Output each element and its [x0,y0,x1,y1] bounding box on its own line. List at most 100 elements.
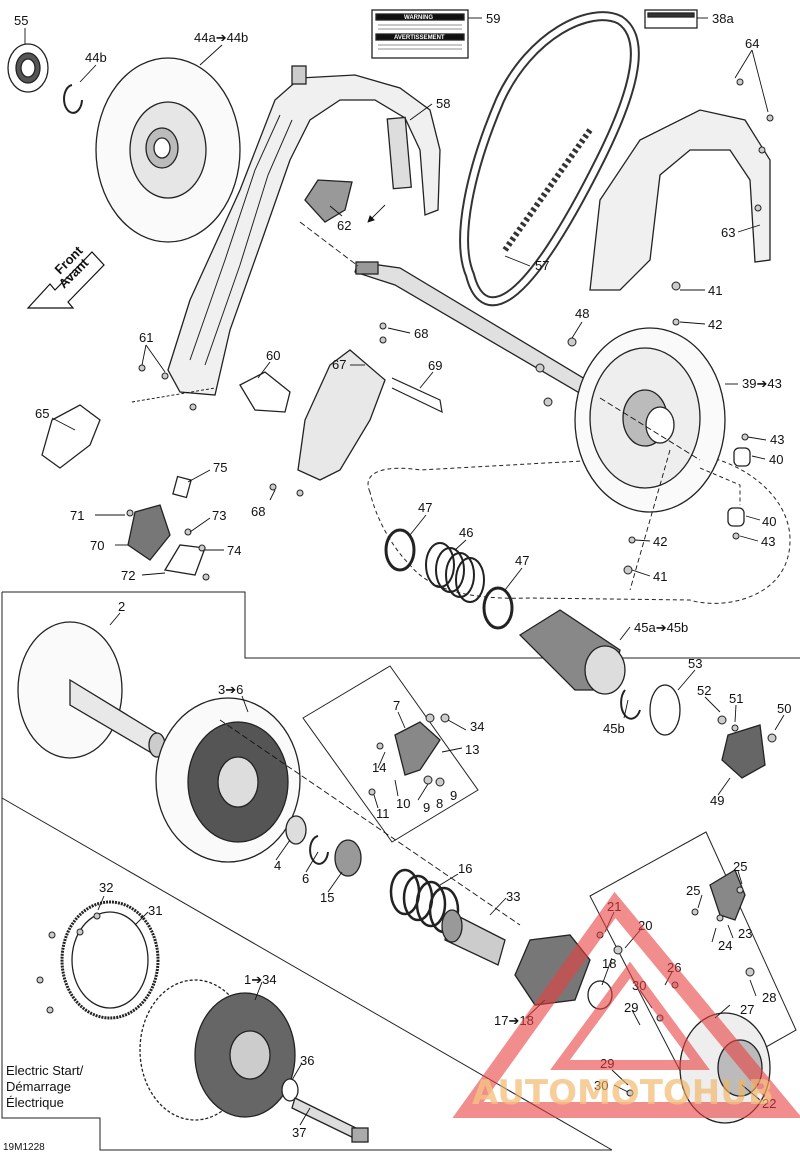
callout-2: 2 [118,599,125,614]
ring-gear-31 [60,900,160,1020]
actuator-70 [127,504,171,561]
fixed-sheave-2 [17,621,166,759]
watermark-triangle [452,891,800,1118]
circlip-45b [620,689,641,720]
bolt-37-head [351,1127,369,1143]
bracket-65 [41,404,101,469]
callout-31: 31 [148,903,162,918]
callout-67: 67 [332,357,346,372]
callout-50: 50 [777,701,791,716]
callout-7: 7 [393,698,400,713]
callout-41a: 41 [708,283,722,298]
bearing-55 [7,43,49,93]
callout-11: 11 [376,806,390,821]
bracket-49 [721,724,766,779]
callout-69: 69 [428,358,442,373]
warning-label-59 [371,9,469,59]
callout-58: 58 [436,96,450,111]
callout-9b: 9 [450,788,457,803]
circlip-6 [309,835,329,865]
callout-64: 64 [745,36,759,51]
callout-47a: 47 [418,500,432,515]
callout-15: 15 [320,890,334,905]
electric-start-line3: Électrique [6,1095,64,1110]
weights-inset [589,831,797,1091]
callout-46: 46 [459,525,473,540]
callout-14: 14 [372,760,386,775]
pad-62 [304,179,353,223]
clip-75 [172,475,192,499]
watermark-text: AUTOMOTOHUB [472,1073,774,1113]
ring-gear-frame [1,798,612,1151]
callout-25a: 25 [733,859,747,874]
callout-10: 10 [396,796,410,811]
belt-guard-58 [167,65,441,396]
callout-28: 28 [762,990,776,1005]
lever-7 [394,721,441,776]
callout-42b: 42 [653,534,667,549]
sleeve-33 [441,909,506,966]
callout-65: 65 [35,406,49,421]
callout-43b: 43 [761,534,775,549]
washer-47b [482,586,514,630]
callout-8: 8 [436,796,443,811]
callout-61: 61 [139,330,153,345]
callout-23: 23 [738,926,752,941]
decal-38a [644,9,698,29]
callout-18: 18 [602,956,616,971]
callout-34a: 34 [470,719,484,734]
callout-49: 49 [710,793,724,808]
pulley-assembly-1 [139,979,296,1121]
callout-63: 63 [721,225,735,240]
callout-3: 3➔6 [218,682,243,697]
part-outlines [7,9,771,1143]
driven-pulley-frame [2,591,800,659]
callout-60: 60 [266,348,280,363]
callout-29a: 29 [624,1000,638,1015]
callout-4: 4 [274,858,281,873]
cam-45 [518,609,626,695]
callout-42a: 42 [708,317,722,332]
levers-inset [302,665,479,843]
callout-6: 6 [302,871,309,886]
drive-belt-57 [459,11,640,307]
bracket-67 [297,349,386,481]
callout-40b: 40 [762,514,776,529]
callout-44: 44a➔44b [194,30,248,45]
roller-40a [733,447,751,467]
callout-62: 62 [337,218,351,233]
callout-40a: 40 [769,452,783,467]
callout-71: 71 [70,508,84,523]
callout-47b: 47 [515,553,529,568]
electric-start-line2: Démarrage [6,1079,71,1094]
callout-72: 72 [121,568,135,583]
callout-68a: 68 [414,326,428,341]
sheave-39 [574,327,726,513]
callout-32: 32 [99,880,113,895]
callout-45b: 45b [603,721,625,736]
diagram-code: 19M1228 [3,1142,45,1153]
watermark: AUTOMOTOHUB [452,891,800,1118]
callout-75: 75 [213,460,227,475]
ring-4 [285,815,307,845]
callout-13: 13 [465,742,479,757]
washer-36 [281,1078,299,1102]
callout-33: 33 [506,889,520,904]
callout-74: 74 [227,543,241,558]
callout-73: 73 [212,508,226,523]
roller-40b [727,507,745,527]
cover-63 [589,109,771,291]
circlip-44b [63,84,83,114]
electric-start-line1: Electric Start/ [6,1063,84,1078]
bushing-15 [334,839,362,877]
callout-30b: 30 [594,1078,608,1093]
callout-70: 70 [90,538,104,553]
plate-60 [239,371,291,413]
callout-24: 24 [718,938,732,953]
callout-1: 1➔34 [244,972,277,987]
pin-69 [391,377,443,414]
callout-25b: 25 [686,883,700,898]
movable-sheave-3 [155,697,301,863]
callout-45: 45a➔45b [634,620,688,635]
